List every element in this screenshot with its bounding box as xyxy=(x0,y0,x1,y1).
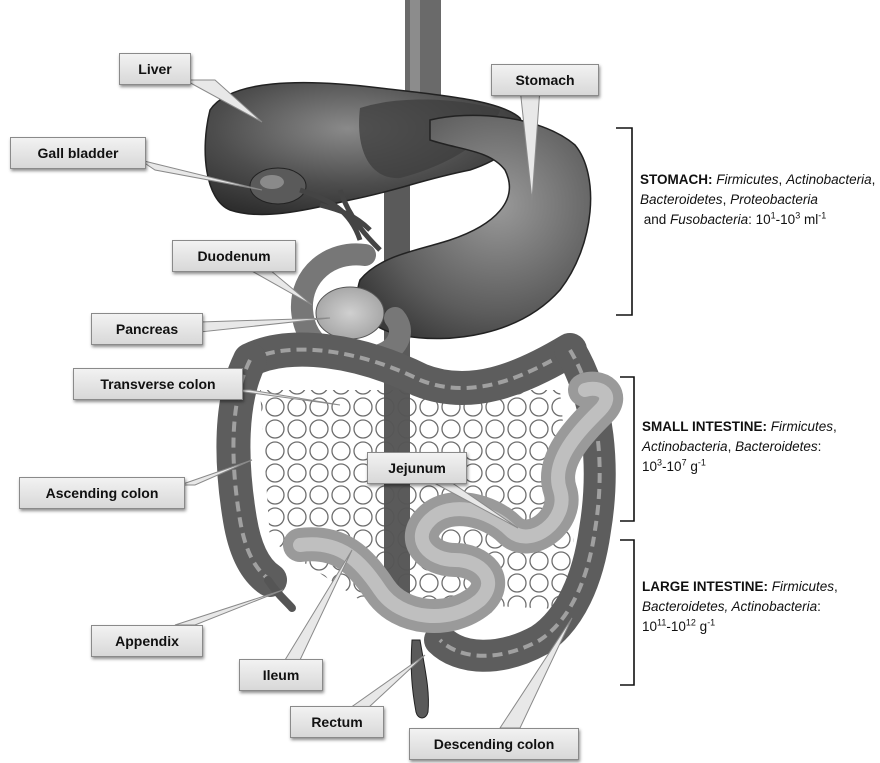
stomach-taxon-4: Proteobacteria xyxy=(730,192,818,207)
label-ascending-colon: Ascending colon xyxy=(19,477,185,509)
stomach-sep-1: , xyxy=(779,172,783,187)
large-taxon-2: Bacteroidetes, Actinobacteria xyxy=(642,599,817,614)
label-duodenum: Duodenum xyxy=(172,240,296,272)
pointer-appendix xyxy=(175,590,283,625)
small-intestine-microbiota-panel: SMALL INTESTINE: Firmicutes, Actinobacte… xyxy=(642,417,872,477)
stomach-heading: STOMACH: xyxy=(640,172,713,187)
pancreas xyxy=(316,287,384,339)
small-c2-base: 10 xyxy=(667,459,682,474)
label-liver: Liver xyxy=(119,53,191,85)
label-jejunum: Jejunum xyxy=(367,452,467,484)
small-taxon-2: Actinobacteria xyxy=(642,439,728,454)
large-c2-base: 10 xyxy=(671,619,686,634)
large-heading: LARGE INTESTINE: xyxy=(642,579,768,594)
bracket-large-intestine xyxy=(620,540,634,685)
stomach-sep-2: , xyxy=(872,172,876,187)
stomach-and: and xyxy=(640,212,670,227)
bracket-stomach xyxy=(616,128,632,315)
small-unit-exp: -1 xyxy=(698,458,706,468)
label-stomach: Stomach xyxy=(491,64,599,96)
small-colon: : xyxy=(818,439,822,454)
stomach-microbiota-panel: STOMACH: Firmicutes, Actinobacteria, Bac… xyxy=(640,170,880,230)
large-c2-exp: 12 xyxy=(686,618,696,628)
label-appendix: Appendix xyxy=(91,625,203,657)
stomach-unit: ml xyxy=(800,212,818,227)
large-unit: g xyxy=(696,619,707,634)
mesentery xyxy=(260,390,580,610)
large-sep-1: , xyxy=(834,579,838,594)
label-gall-bladder: Gall bladder xyxy=(10,137,146,169)
large-taxon-1: Firmicutes xyxy=(772,579,834,594)
stomach-sep-3: , xyxy=(723,192,727,207)
small-c1-base: 10 xyxy=(642,459,657,474)
large-colon: : xyxy=(817,599,821,614)
small-sep-1: , xyxy=(833,419,837,434)
label-rectum: Rectum xyxy=(290,706,384,738)
stomach-taxon-2: Actinobacteria xyxy=(786,172,872,187)
rectum xyxy=(411,640,428,718)
small-heading: SMALL INTESTINE: xyxy=(642,419,767,434)
large-count: 1011-1012 g-1 xyxy=(642,619,715,634)
large-c1-base: 10 xyxy=(642,619,657,634)
stomach-taxon-5: Fusobacteria xyxy=(670,212,748,227)
stomach-count: 101-103 ml-1 xyxy=(756,212,827,227)
large-intestine-microbiota-panel: LARGE INTESTINE: Firmicutes, Bacteroidet… xyxy=(642,577,872,637)
stomach-colon: : xyxy=(748,212,752,227)
stomach-taxon-3: Bacteroidetes xyxy=(640,192,723,207)
small-count: 103-107 g-1 xyxy=(642,459,706,474)
small-sep-2: , xyxy=(728,439,732,454)
gall-bladder-highlight xyxy=(260,175,284,189)
label-pancreas: Pancreas xyxy=(91,313,203,345)
stomach-taxon-1: Firmicutes xyxy=(716,172,778,187)
large-unit-exp: -1 xyxy=(707,618,715,628)
label-transverse-colon: Transverse colon xyxy=(73,368,243,400)
stomach-c1-base: 10 xyxy=(756,212,771,227)
stomach-unit-exp: -1 xyxy=(818,211,826,221)
label-descending-colon: Descending colon xyxy=(409,728,579,760)
stomach-c2-base: 10 xyxy=(780,212,795,227)
small-taxon-3: Bacteroidetes xyxy=(735,439,818,454)
label-ileum: Ileum xyxy=(239,659,323,691)
small-unit: g xyxy=(687,459,698,474)
small-taxon-1: Firmicutes xyxy=(771,419,833,434)
large-c1-exp: 11 xyxy=(657,618,666,628)
